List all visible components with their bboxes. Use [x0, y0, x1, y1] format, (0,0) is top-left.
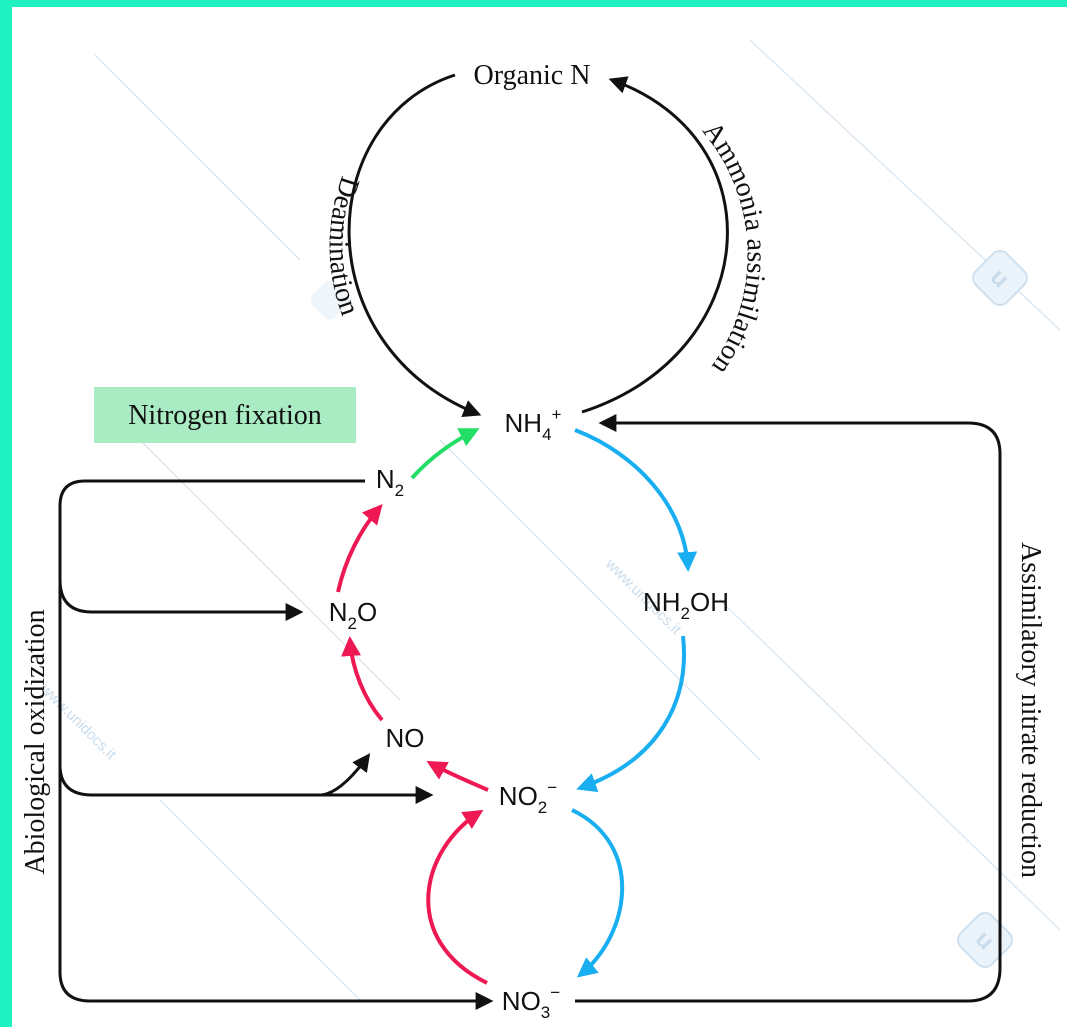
watermark-logo-icon: u	[972, 250, 1028, 306]
assimilatory-nitrate-reduction-arrow	[575, 414, 1002, 1003]
watermark-lines	[94, 39, 1061, 1001]
nitrate-reduction-arrow	[426, 809, 488, 985]
nitrogen-fixation-box: Nitrogen fixation	[94, 387, 356, 443]
nitric-oxide-reduction-arrow	[341, 636, 384, 722]
n2o-label: N2O	[329, 597, 377, 633]
no2-label: NO2−	[499, 778, 557, 817]
abiological-oxidization-bracket	[58, 479, 494, 1010]
nitrous-oxide-reduction-arrow	[336, 503, 383, 593]
abiological-oxidization-label: Abiological oxidization	[20, 609, 51, 874]
ammonia-assimilation-arrow	[581, 76, 729, 414]
watermark-logo-icon: u	[957, 912, 1013, 968]
nitrogen-fixation-arrow	[410, 428, 480, 480]
ammonia-oxidation-arrow	[574, 428, 698, 572]
organic-n-label: Organic N	[474, 60, 591, 91]
no3-label: NO3−	[502, 983, 560, 1022]
nh4-label: NH4+	[505, 405, 562, 444]
n2-label: N2	[376, 464, 404, 500]
diagram-canvas: u u www.unidocs.it www.unidocs.it Deamin…	[12, 7, 1067, 1027]
no-label: NO	[386, 723, 425, 753]
assimilatory-nitrate-reduction-label: Assimilatory nitrate reduction	[1015, 542, 1046, 878]
nitrogen-cycle-diagram: u u www.unidocs.it www.unidocs.it Deamin…	[20, 39, 1061, 1022]
watermark-logo-icon	[310, 280, 350, 320]
hydroxylamine-oxidation-arrow	[576, 635, 686, 793]
nitrite-oxidation-arrow	[571, 808, 625, 978]
deamination-arrow	[347, 73, 482, 418]
nitrite-reduction-arrow	[426, 761, 489, 792]
nitrogen-fixation-label: Nitrogen fixation	[128, 400, 322, 431]
